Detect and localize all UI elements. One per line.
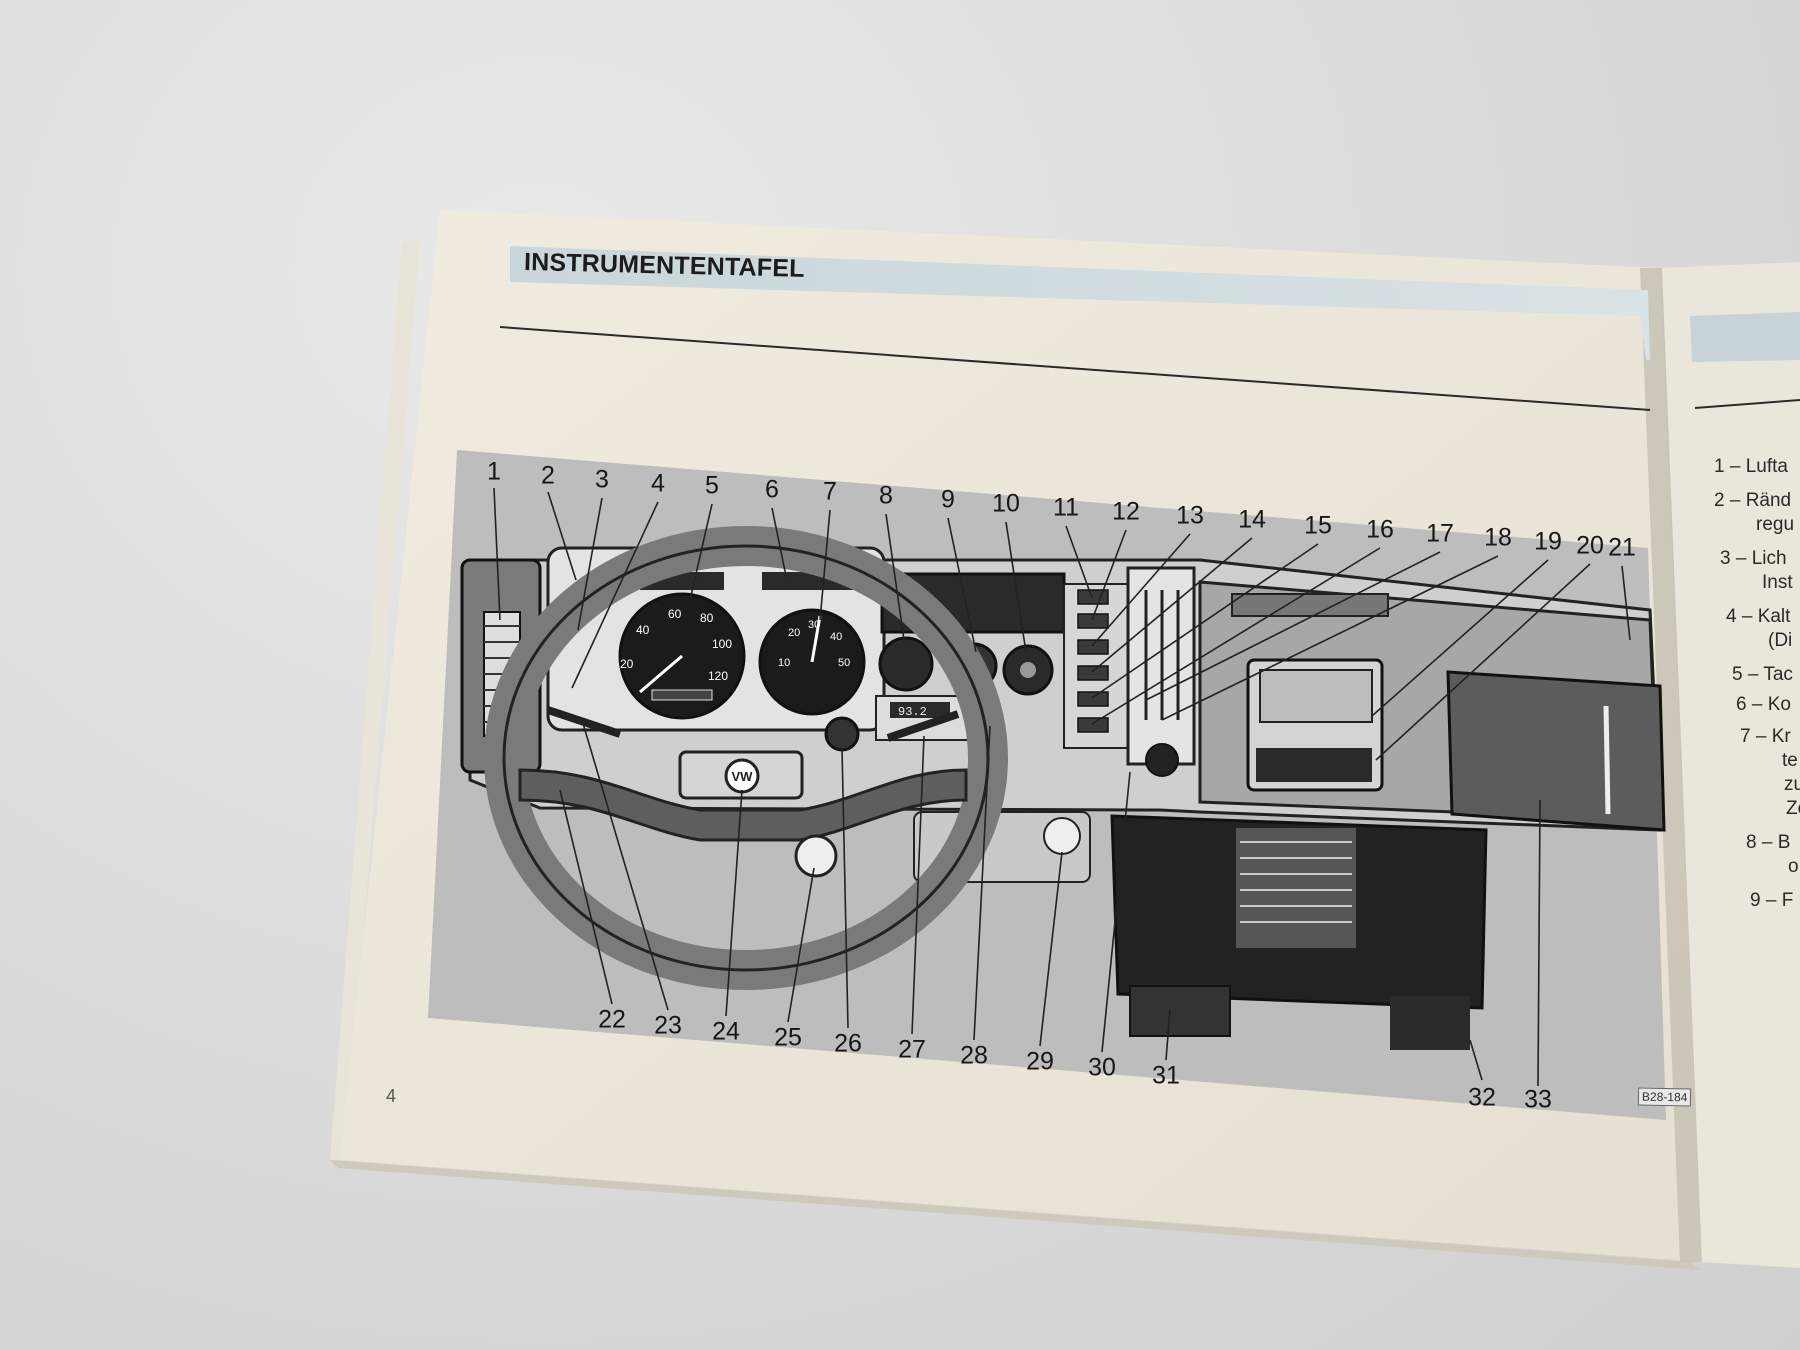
legend-item: zu	[1784, 774, 1800, 795]
tachometer-needle	[810, 615, 822, 663]
callout-10: 10	[992, 489, 1020, 518]
page-number: 4	[386, 1086, 397, 1106]
callout-27: 27	[898, 1035, 926, 1064]
figure-code: B28-184	[1637, 1087, 1692, 1107]
wiper-stalk	[886, 710, 960, 742]
speedo-mark-60: 60	[668, 607, 682, 621]
page-stack-edge	[330, 240, 420, 1160]
odometer	[651, 689, 713, 701]
fan-knob	[1145, 743, 1179, 777]
callout-6: 6	[765, 475, 779, 504]
callout-18: 18	[1484, 523, 1512, 552]
legend-item: 4 – Kalt	[1726, 606, 1791, 627]
radio-frequency: 93.2	[898, 705, 927, 719]
callout-7: 7	[823, 477, 837, 506]
tacho-mark-10: 10	[778, 657, 790, 669]
callout-28: 28	[960, 1041, 988, 1070]
callout-leader-lines	[493, 487, 1631, 1087]
legend-list: 1 – Lufta 2 – Ränd regu 3 – Lich Inst 4 …	[1712, 452, 1800, 932]
speedo-mark-100: 100	[712, 637, 732, 651]
callout-21: 21	[1608, 533, 1636, 562]
callout-20: 20	[1576, 531, 1604, 560]
callout-19: 19	[1534, 527, 1562, 556]
callout-4: 4	[651, 469, 665, 498]
callout-9: 9	[941, 485, 955, 514]
lower-vent	[1129, 985, 1231, 1037]
ignition-lock	[1043, 817, 1081, 855]
callout-24: 24	[712, 1017, 740, 1046]
glovebox-handle	[1603, 705, 1611, 815]
legend-item: Inst	[1762, 572, 1793, 593]
callout-26: 26	[834, 1029, 862, 1058]
legend-item: (Di	[1768, 630, 1793, 651]
tacho-mark-40: 40	[830, 631, 842, 643]
gear-boot-folds	[1240, 841, 1352, 923]
callout-16: 16	[1366, 515, 1394, 544]
glovebox	[1446, 670, 1666, 832]
legend-item: 3 – Lich	[1720, 548, 1787, 569]
tacho-mark-20: 20	[788, 627, 800, 639]
radio-display	[890, 702, 950, 718]
callout-29: 29	[1026, 1047, 1054, 1076]
speedo-mark-40: 40	[636, 623, 650, 637]
callout-13: 13	[1176, 501, 1204, 530]
legend-item: 1 – Lufta	[1714, 456, 1788, 477]
callout-14: 14	[1238, 505, 1266, 534]
choke-knob	[794, 834, 838, 878]
legend-item: te	[1782, 750, 1798, 771]
gear-boot	[1236, 828, 1356, 948]
callout-12: 12	[1112, 497, 1140, 526]
callout-11: 11	[1053, 493, 1079, 522]
steering-wheel-spoke	[518, 768, 968, 842]
legend-item: 5 – Tac	[1732, 664, 1793, 685]
vw-logo-text: VW	[732, 769, 754, 784]
turn-signal-stalk	[546, 706, 622, 738]
legend-item: 8 – B	[1746, 832, 1791, 853]
callout-17: 17	[1426, 519, 1454, 548]
right-title-band	[1690, 312, 1800, 362]
radio-cassette-buttons	[1256, 748, 1372, 782]
callout-8: 8	[879, 481, 893, 510]
callout-23: 23	[654, 1011, 682, 1040]
hazard-switch	[824, 716, 860, 752]
right-title-rule	[1694, 399, 1800, 409]
speedo-mark-20: 20	[620, 657, 634, 671]
clock-gauge	[878, 636, 934, 692]
legend-item: 6 – Ko	[1736, 694, 1791, 715]
title-rule	[499, 326, 1651, 411]
tacho-mark-50: 50	[838, 657, 850, 669]
radio-cassette-display	[1259, 669, 1373, 723]
legend-item: 9 – F	[1750, 890, 1794, 911]
tacho-mark-30: 30	[808, 619, 820, 631]
callout-32: 32	[1468, 1083, 1496, 1112]
legend-item: 7 – Kr	[1740, 726, 1791, 747]
legend-item: 2 – Ränd	[1714, 490, 1792, 511]
callout-22: 22	[598, 1005, 626, 1034]
callout-31: 31	[1152, 1061, 1180, 1090]
spine-shadow	[1640, 268, 1702, 1262]
rocker-switches	[1077, 589, 1109, 733]
callout-30: 30	[1088, 1053, 1116, 1082]
speedo-mark-80: 80	[700, 611, 714, 625]
callout-2: 2	[541, 461, 555, 490]
callout-1: 1	[487, 457, 501, 486]
speedometer-needle	[639, 654, 683, 694]
callout-25: 25	[774, 1023, 802, 1052]
title-band	[510, 246, 1650, 360]
defrost-vent	[1231, 593, 1389, 617]
legend-item: regu	[1756, 514, 1795, 535]
callout-3: 3	[595, 465, 609, 494]
legend-item: Ze	[1786, 798, 1800, 819]
lower-box	[1390, 996, 1470, 1050]
right-page	[1662, 262, 1800, 1268]
legend-item: o	[1788, 856, 1799, 877]
page-bottom-edge	[330, 1160, 1700, 1270]
callout-5: 5	[705, 471, 719, 500]
speedo-mark-120: 120	[708, 669, 728, 683]
callout-15: 15	[1304, 511, 1332, 540]
dial-gauge-center	[1020, 662, 1036, 678]
callout-33: 33	[1524, 1085, 1552, 1114]
